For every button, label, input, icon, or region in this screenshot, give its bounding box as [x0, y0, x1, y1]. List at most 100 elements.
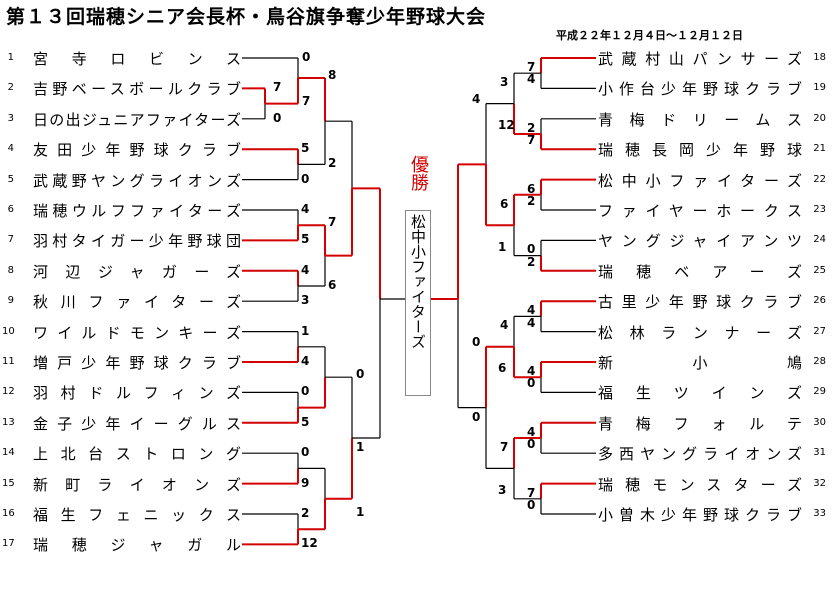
- score: 4: [301, 202, 310, 216]
- team-name: 武蔵村山パンサーズ: [598, 50, 802, 68]
- score: 7: [328, 215, 337, 230]
- score: 4: [301, 354, 310, 368]
- team-seed: 13: [2, 416, 15, 428]
- team-seed: 20: [813, 112, 826, 124]
- team-seed: 27: [813, 325, 826, 337]
- score: 4: [527, 315, 536, 330]
- score: 7: [527, 133, 536, 148]
- team-name: 羽村タイガー少年野球団: [33, 232, 241, 251]
- team-name: 秋川ファイターズ: [33, 293, 241, 312]
- team-name: 古里少年野球クラブ: [598, 293, 802, 312]
- team-seed: 5: [7, 173, 14, 185]
- score: 4: [527, 424, 536, 439]
- score: 0: [273, 110, 282, 125]
- team-name: 福生ツインズ: [598, 384, 802, 403]
- score: 4: [472, 91, 481, 106]
- team-seed: 12: [2, 386, 15, 398]
- team-name: 上北台ストロング: [33, 445, 241, 464]
- score: 7: [527, 485, 536, 500]
- team-name: 小曽木少年野球クラブ: [598, 506, 802, 524]
- team-seed: 10: [2, 325, 15, 337]
- score: 6: [500, 196, 509, 211]
- team-seed: 8: [7, 264, 14, 276]
- team-name: ヤングジャイアンツ: [598, 232, 802, 251]
- team-name: 松中小ファイターズ: [598, 171, 802, 190]
- score: 1: [356, 440, 365, 454]
- score: 0: [527, 437, 536, 452]
- score: 1: [356, 504, 365, 519]
- team-seed: 31: [813, 447, 826, 459]
- score: 4: [500, 318, 509, 333]
- score: 7: [273, 80, 282, 95]
- team-name: 日の出ジュニアファイターズ: [33, 110, 241, 129]
- score: 4: [301, 262, 310, 277]
- team-name: 増戸少年野球クラブ: [33, 354, 241, 372]
- team-seed: 11: [2, 356, 15, 367]
- team-name: 宮寺ロビンス: [33, 50, 241, 68]
- team-seed: 24: [813, 234, 826, 246]
- team-name: 金子少年イーグルス: [33, 414, 241, 433]
- team-seed: 22: [813, 173, 826, 185]
- team-name: 瑞穂ジャガル: [33, 536, 241, 555]
- score: 12: [301, 536, 318, 551]
- team-seed: 1: [7, 52, 14, 63]
- team-seed: 14: [2, 447, 15, 459]
- score: 0: [301, 384, 310, 399]
- team-seed: 26: [813, 295, 826, 307]
- score: 0: [356, 367, 365, 382]
- team-seed: 3: [7, 112, 14, 124]
- team-seed: 17: [2, 538, 15, 550]
- team-seed: 9: [7, 295, 14, 307]
- score: 0: [527, 498, 536, 512]
- team-name: 新小鳩: [598, 354, 802, 372]
- score: 2: [527, 254, 536, 269]
- champion-box: [405, 210, 431, 396]
- score: 6: [527, 181, 536, 196]
- team-seed: 32: [813, 477, 826, 489]
- team-seed: 19: [813, 82, 826, 94]
- team-seed: 21: [813, 143, 826, 155]
- champion-name: 松中小ファイターズ: [409, 214, 427, 349]
- score: 3: [498, 482, 507, 497]
- team-seed: 30: [813, 416, 826, 428]
- team-seed: 25: [813, 264, 826, 276]
- score: 6: [328, 278, 337, 292]
- team-seed: 4: [7, 143, 14, 155]
- score: 7: [500, 440, 509, 454]
- team-seed: 23: [813, 204, 826, 215]
- score: 0: [301, 171, 310, 186]
- team-name: 新町ライオンズ: [33, 475, 241, 494]
- team-seed: 15: [2, 477, 15, 489]
- team-name: 武蔵野ヤングライオンズ: [33, 171, 241, 190]
- team-seed: 7: [7, 234, 14, 246]
- score: 1: [301, 323, 310, 338]
- score: 4: [527, 364, 536, 378]
- team-name: 松林ランナーズ: [598, 323, 802, 342]
- team-name: 多西ヤングライオンズ: [598, 445, 802, 464]
- team-name: 瑞穂ウルフファイターズ: [33, 202, 241, 220]
- team-name: 福生フェニックス: [33, 506, 241, 524]
- score: 5: [301, 414, 310, 429]
- score: 8: [328, 68, 337, 82]
- team-seed: 33: [813, 508, 826, 519]
- score: 3: [500, 75, 509, 90]
- score: 7: [302, 94, 311, 109]
- team-seed: 29: [813, 386, 826, 398]
- team-name: 小作台少年野球クラブ: [598, 80, 802, 99]
- page-title: 第１３回瑞穂シニア会長杯・鳥谷旗争奪少年野球大会: [6, 6, 487, 28]
- team-name: ワイルドモンキーズ: [33, 323, 241, 342]
- score: 4: [527, 72, 536, 87]
- team-seed: 6: [7, 204, 14, 215]
- score: 5: [301, 141, 310, 156]
- score: 5: [301, 232, 310, 247]
- team-name: 青梅ドリームス: [598, 110, 802, 129]
- score: 2: [301, 506, 310, 520]
- score: 0: [527, 376, 536, 391]
- score: 12: [498, 118, 515, 132]
- team-name: 瑞穂モンスターズ: [598, 475, 802, 494]
- score: 0: [301, 445, 310, 460]
- score: 2: [527, 194, 536, 208]
- tournament-dates: 平成２２年１２月４日～１２月１２日: [556, 29, 743, 42]
